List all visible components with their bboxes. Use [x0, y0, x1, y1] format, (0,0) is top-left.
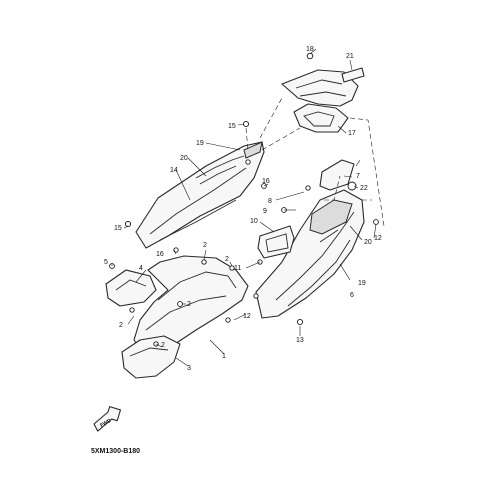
emblem-plate — [341, 67, 365, 83]
center-under-cover — [121, 255, 249, 379]
fwd-arrow-badge: FWD — [93, 406, 122, 432]
callout-16-left: 16 — [156, 251, 164, 258]
fwd-label: FWD — [99, 418, 112, 429]
callout-15-top: 15 — [228, 123, 236, 130]
callout-5: 5 — [104, 259, 108, 266]
callout-20-left: 20 — [180, 155, 188, 162]
callout-8: 8 — [268, 198, 272, 205]
callout-16-top: 16 — [262, 178, 270, 185]
callout-19-left: 19 — [196, 140, 204, 147]
callout-7: 7 — [356, 173, 360, 180]
callout-10: 10 — [250, 218, 258, 225]
assembly-lines — [245, 97, 385, 227]
leader-lines — [111, 48, 377, 367]
front-plate — [105, 269, 157, 307]
callout-4: 4 — [139, 265, 143, 272]
callout-2-e: 2 — [161, 342, 165, 349]
rear-top-cover — [281, 67, 365, 107]
callout-6: 6 — [350, 292, 354, 299]
callout-13: 13 — [296, 337, 304, 344]
rear-cover-bracket — [293, 103, 349, 133]
callout-3: 3 — [187, 365, 191, 372]
callout-22: 22 — [360, 185, 368, 192]
callout-2-a: 2 — [203, 242, 207, 249]
callouts: 18 21 17 15 19 20 14 16 7 22 8 9 10 15 1… — [104, 46, 382, 372]
side-stripe-left — [195, 155, 245, 179]
callout-9: 9 — [263, 208, 267, 215]
callout-2-c: 2 — [187, 301, 191, 308]
left-side-cover — [135, 141, 265, 249]
right-side-cover — [255, 189, 365, 319]
callout-20-right: 20 — [364, 239, 372, 246]
seat-bracket — [257, 225, 295, 259]
callout-19-right: 19 — [358, 280, 366, 287]
callout-11: 11 — [234, 265, 241, 272]
diagram-code: 5XM1300-B180 — [91, 448, 140, 455]
callout-14: 14 — [170, 167, 178, 174]
callout-12-center: 12 — [243, 313, 251, 320]
callout-12-right: 12 — [374, 235, 382, 242]
callout-2-b: 2 — [225, 256, 229, 263]
right-cap — [319, 159, 357, 191]
callout-2-d: 2 — [119, 322, 123, 329]
callout-17: 17 — [348, 130, 356, 137]
callout-15-left: 15 — [114, 225, 122, 232]
callout-21: 21 — [346, 53, 354, 60]
callout-18: 18 — [306, 46, 314, 53]
callout-1: 1 — [222, 353, 226, 360]
